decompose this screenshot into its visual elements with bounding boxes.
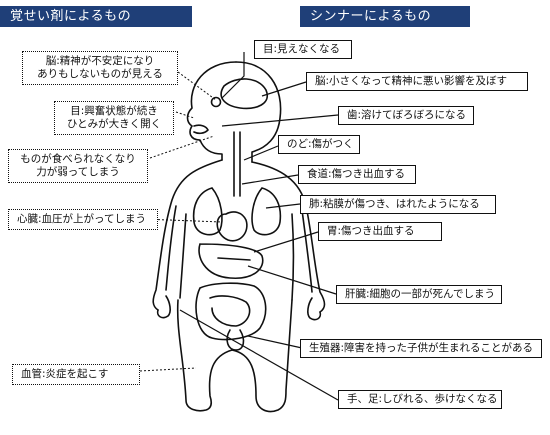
stimulant-section-header: 覚せい剤によるもの bbox=[0, 6, 192, 27]
stimulant-blood-vessel-label: 血管:炎症を起こす bbox=[12, 364, 140, 385]
thinner-section-header: シンナーによるもの bbox=[300, 6, 470, 27]
thinner-teeth-label: 歯:溶けてぼろぼろになる bbox=[338, 106, 474, 125]
stimulant-appetite-label: ものが食べられなくなり力が弱ってしまう bbox=[8, 149, 148, 183]
thinner-liver-label: 肝臓:細胞の一部が死んでしまう bbox=[336, 285, 502, 304]
thinner-lung-label: 肺:粘膜が傷つき、はれたようになる bbox=[300, 195, 496, 214]
thinner-stomach-label: 胃:傷つき出血する bbox=[318, 222, 442, 241]
stimulant-eye-label: 目:興奮状態が続きひとみが大きく開く bbox=[54, 101, 174, 135]
stimulant-heart-label: 心臓:血圧が上がってしまう bbox=[8, 209, 158, 230]
thinner-eye-label: 目:見えなくなる bbox=[254, 40, 352, 59]
thinner-limbs-label: 手、足:しびれる、歩けなくなる bbox=[338, 390, 502, 409]
thinner-esophagus-label: 食道:傷つき出血する bbox=[298, 165, 416, 184]
thinner-reproductive-label: 生殖器:障害を持った子供が生まれることがある bbox=[300, 339, 542, 358]
thinner-brain-label: 脳:小さくなって精神に悪い影響を及ぼす bbox=[306, 72, 528, 91]
thinner-throat-label: のど:傷がつく bbox=[278, 135, 360, 154]
stimulant-brain-label: 脳:精神が不安定になりありもしないものが見える bbox=[22, 51, 178, 85]
